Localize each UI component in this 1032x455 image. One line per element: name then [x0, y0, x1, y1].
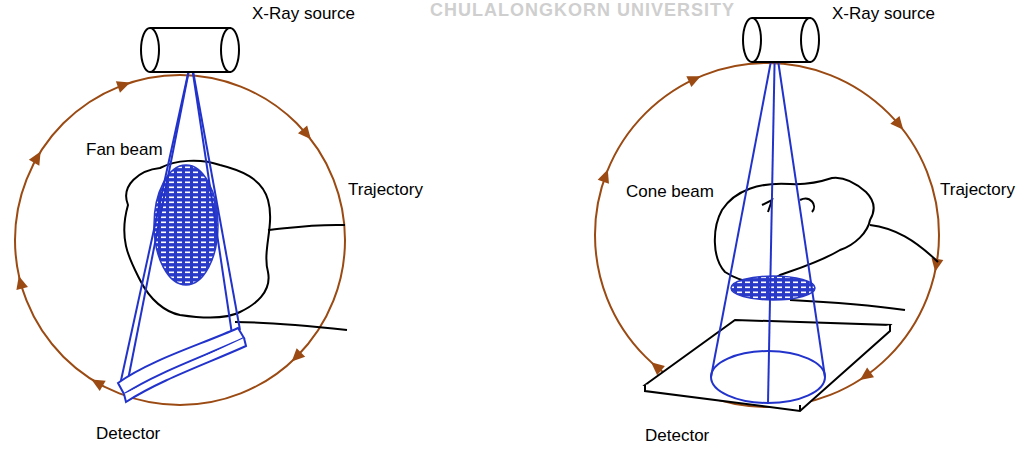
curved-detector — [118, 328, 246, 402]
arrowhead — [16, 276, 28, 290]
arrowhead — [932, 258, 944, 272]
arrowhead — [298, 125, 311, 139]
detector-label: Detector — [645, 426, 709, 446]
arrowhead — [91, 379, 105, 391]
scan-volume — [731, 276, 815, 300]
trajectory-label: Trajectory — [940, 180, 1015, 200]
beam-label: Fan beam — [86, 140, 163, 160]
arrowhead — [292, 348, 305, 361]
watermark: CHULALONGKORN UNIVERSITY — [430, 0, 735, 21]
source-label: X-Ray source — [832, 4, 935, 24]
x-ray-source — [141, 28, 239, 72]
arrowhead — [116, 81, 130, 92]
arrowhead — [598, 170, 609, 184]
arrowhead — [686, 76, 700, 87]
trajectory-label: Trajectory — [348, 180, 423, 200]
arrowhead — [890, 116, 903, 130]
arrowhead — [860, 368, 874, 380]
source-label: X-Ray source — [252, 4, 355, 24]
detector-label: Detector — [96, 424, 160, 444]
beam-label: Cone beam — [626, 182, 714, 202]
patient-head — [715, 178, 938, 310]
arrowhead — [29, 151, 41, 165]
x-ray-source — [743, 18, 819, 62]
cone-beam — [711, 40, 825, 403]
